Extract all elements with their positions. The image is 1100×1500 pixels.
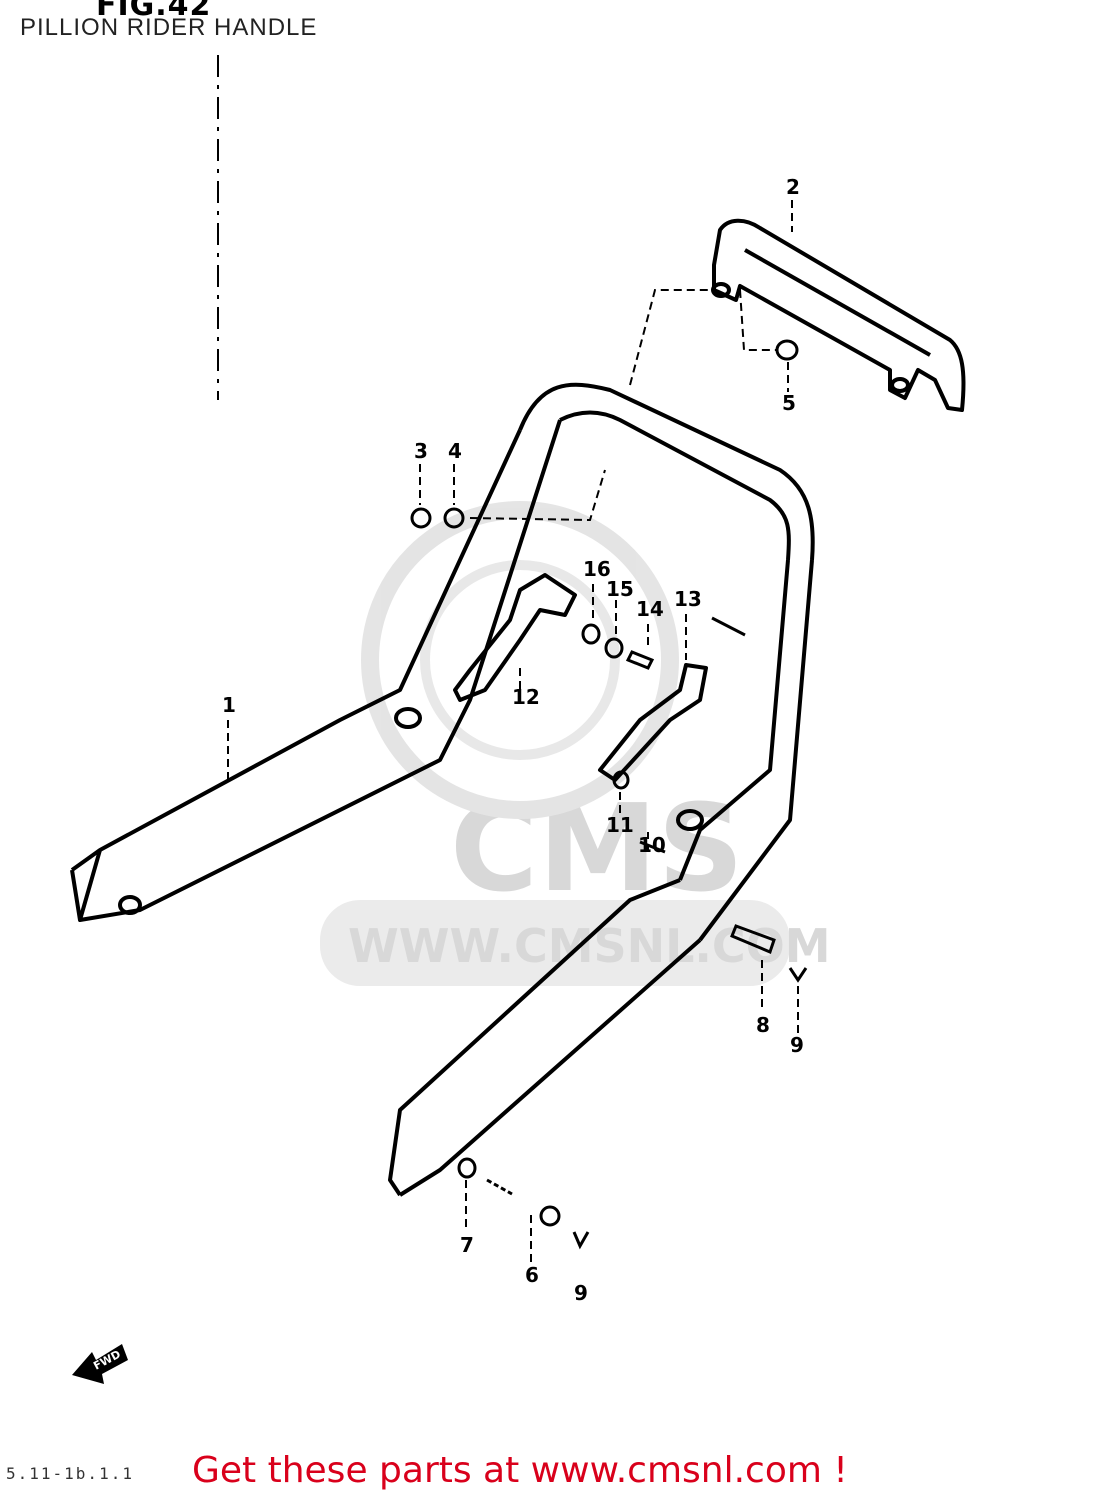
callout-8: 8 — [756, 1013, 770, 1037]
callout-3: 3 — [414, 439, 428, 463]
clip-icon — [572, 1231, 590, 1250]
lockwasher-icon — [604, 637, 624, 659]
spacer-icon — [711, 616, 746, 637]
callout-2: 2 — [786, 175, 800, 199]
callout-1: 1 — [222, 693, 236, 717]
nut-icon — [775, 339, 799, 361]
callout-9b: 9 — [574, 1281, 588, 1305]
callouts: 1 2 3 4 5 6 7 8 9 10 11 12 13 14 15 16 9 — [222, 175, 804, 1305]
callout-13: 13 — [674, 587, 702, 611]
callout-12: 12 — [512, 685, 540, 709]
washer-icon — [443, 507, 465, 529]
watermark-url: WWW.CMSNL.COM — [348, 919, 831, 973]
washer-icon — [581, 623, 601, 645]
callout-7: 7 — [460, 1233, 474, 1257]
bolt-icon — [410, 507, 432, 529]
washer-icon — [457, 1157, 477, 1179]
figure-label: FIG.42 — [96, 0, 212, 23]
grab-handle-part — [711, 218, 966, 412]
handle-frame-part — [70, 382, 815, 1197]
forward-arrow-icon: FWD — [72, 1344, 128, 1384]
leader-lines — [227, 200, 799, 1262]
callout-5: 5 — [782, 391, 796, 415]
footer-code: 5.11-1b.1.1 — [6, 1464, 134, 1483]
bolt-icon — [625, 650, 655, 670]
callout-14: 14 — [636, 597, 664, 621]
callout-15: 15 — [606, 577, 634, 601]
page-title: PILLION RIDER HANDLE — [20, 14, 318, 41]
bolt-icon — [639, 840, 666, 854]
watermark: WWW.CMSNL.COM CMS — [320, 501, 831, 986]
cta-link[interactable]: Get these parts at www.cmsnl.com ! — [192, 1450, 848, 1491]
callout-6: 6 — [525, 1263, 539, 1287]
callout-16: 16 — [583, 557, 611, 581]
callout-11: 11 — [606, 813, 634, 837]
nut-icon — [539, 1205, 561, 1227]
clip-icon — [788, 967, 808, 983]
washer-icon — [612, 770, 630, 790]
callout-10: 10 — [638, 833, 666, 857]
bracket-part — [453, 573, 708, 782]
callout-4: 4 — [448, 439, 462, 463]
bolt-icon — [730, 924, 776, 955]
callout-9: 9 — [790, 1033, 804, 1057]
fasteners — [410, 339, 808, 1250]
